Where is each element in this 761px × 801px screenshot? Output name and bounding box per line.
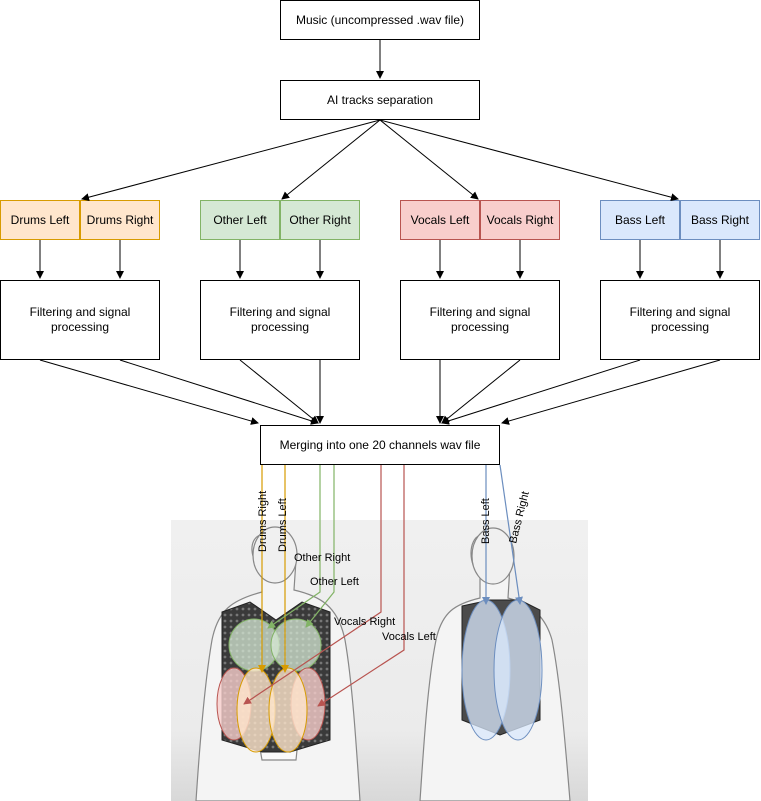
vocals-left-channel: Vocals Left [400, 200, 480, 240]
vocals-right-route-label: Vocals Right [334, 616, 395, 628]
flow-arrows [36, 40, 724, 425]
music-source-box: Music (uncompressed .wav file) [280, 0, 480, 40]
vocals-right-channel: Vocals Right [480, 200, 560, 240]
channel-routes [243, 464, 523, 707]
other-left-channel: Other Left [200, 200, 280, 240]
bass-left-route-label: Bass Left [480, 498, 492, 544]
drums-left-channel: Drums Left [0, 200, 80, 240]
drums-right-route-label: Drums Right [257, 491, 269, 552]
merge-box: Merging into one 20 channels wav file [260, 425, 500, 465]
bass-left-channel: Bass Left [600, 200, 680, 240]
drums-right-channel: Drums Right [80, 200, 160, 240]
other-left-route-label: Other Left [310, 576, 359, 588]
ai-separation-box: AI tracks separation [280, 80, 480, 120]
drums-left-route-label: Drums Left [277, 498, 289, 552]
bass-actuators [461, 599, 543, 741]
bass-processing-box: Filtering and signal processing [600, 280, 760, 360]
other-processing-box: Filtering and signal processing [200, 280, 360, 360]
vocals-processing-box: Filtering and signal processing [400, 280, 560, 360]
drums-processing-box: Filtering and signal processing [0, 280, 160, 360]
other-right-route-label: Other Right [294, 552, 350, 564]
other-right-channel: Other Right [280, 200, 360, 240]
other-actuators [228, 618, 322, 672]
vocals-left-route-label: Vocals Left [382, 631, 436, 643]
bass-right-channel: Bass Right [680, 200, 760, 240]
